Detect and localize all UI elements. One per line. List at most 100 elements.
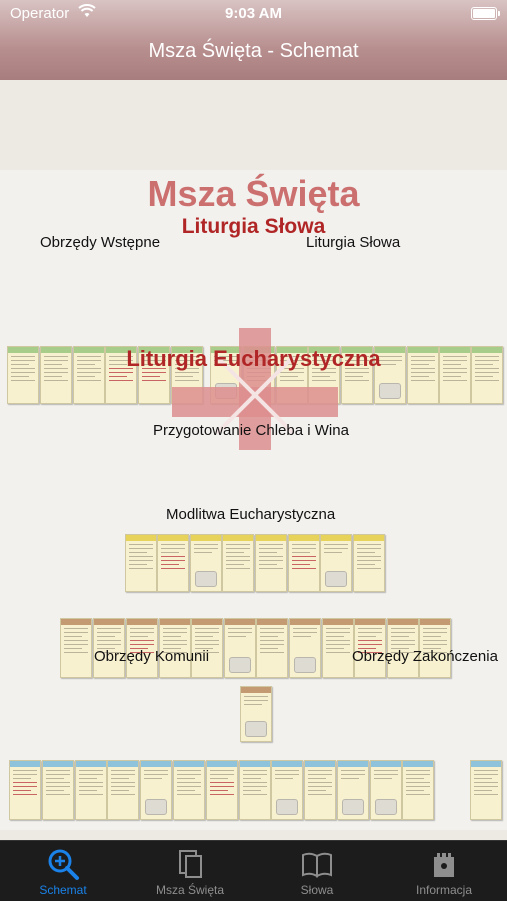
card-text-line	[64, 636, 82, 637]
diagram-card[interactable]	[73, 346, 105, 404]
section-przygotowanie[interactable]: Przygotowanie Chleba i Wina	[153, 422, 349, 439]
card-text-line	[411, 372, 435, 373]
card-text-line	[341, 774, 365, 775]
card-text-line	[475, 356, 499, 357]
card-text-line	[130, 644, 154, 645]
diagram-card[interactable]	[419, 618, 451, 678]
diagram-card[interactable]	[370, 760, 402, 820]
content-area[interactable]: Msza Święta Liturgia Słowa Obrzędy Wstęp…	[0, 80, 507, 840]
diagram-card[interactable]	[206, 760, 238, 820]
diagram-card[interactable]	[60, 618, 92, 678]
card-text-line	[79, 770, 103, 771]
card-text-line	[129, 560, 153, 561]
diagram-card[interactable]	[105, 346, 137, 404]
diagram-card[interactable]	[7, 346, 39, 404]
diagram-card[interactable]	[75, 760, 107, 820]
diagram-card[interactable]	[304, 760, 336, 820]
card-text-line	[411, 368, 435, 369]
card-text-line	[474, 782, 498, 783]
diagram-card[interactable]	[353, 534, 385, 592]
section-komunia[interactable]: Obrzędy Komunii	[94, 648, 210, 665]
diagram-card[interactable]	[9, 760, 41, 820]
card-header-strip	[375, 347, 405, 353]
page-title: Msza Święta - Schemat	[148, 40, 359, 62]
diagram-card[interactable]	[239, 760, 271, 820]
tab-slowa[interactable]: Słowa	[254, 841, 380, 901]
section-modlitwa[interactable]: Modlitwa Eucharystyczna	[166, 506, 336, 523]
diagram-card[interactable]	[222, 534, 254, 592]
diagram-card[interactable]	[374, 346, 406, 404]
card-text-line	[142, 364, 160, 365]
diagram-card[interactable]	[140, 760, 172, 820]
diagram-card[interactable]	[320, 534, 352, 592]
section-liturgia-slowa[interactable]: Liturgia Słowa	[306, 234, 401, 251]
card-text-line	[443, 360, 467, 361]
diagram-card[interactable]	[322, 618, 354, 678]
card-text-line	[77, 368, 101, 369]
diagram-card[interactable]	[40, 346, 72, 404]
card-text-line	[423, 640, 447, 641]
diagram-card[interactable]	[107, 760, 139, 820]
card-text-line	[210, 794, 234, 795]
diagram-card[interactable]	[387, 618, 419, 678]
diagram-title: Msza Święta	[147, 173, 360, 214]
card-text-line	[46, 778, 64, 779]
diagram-card[interactable]	[471, 346, 503, 404]
card-text-line	[260, 648, 278, 649]
card-text-line	[163, 628, 187, 629]
diagram-card[interactable]	[407, 346, 439, 404]
diagram-card[interactable]	[337, 760, 369, 820]
section-obrzedy-wstepne[interactable]: Obrzędy Wstępne	[40, 234, 161, 251]
card-text-line	[345, 360, 369, 361]
card-header-strip	[355, 619, 385, 625]
diagram-card[interactable]	[138, 346, 170, 404]
section-liturgia-eucharystyczna[interactable]: Liturgia Eucharystyczna	[126, 346, 381, 371]
card-text-line	[474, 794, 498, 795]
card-text-line	[243, 770, 267, 771]
card-text-line	[357, 544, 381, 545]
diagram-card[interactable]	[354, 618, 386, 678]
diagram-card[interactable]	[191, 618, 223, 678]
diagram-card[interactable]	[157, 534, 189, 592]
diagram-card[interactable]	[289, 618, 321, 678]
card-text-line	[195, 632, 219, 633]
section-zakonczenie[interactable]: Obrzędy Zakończenia	[352, 648, 498, 665]
card-text-line	[244, 700, 268, 701]
card-header-strip	[43, 761, 73, 767]
card-header-strip	[440, 347, 470, 353]
card-text-line	[46, 790, 64, 791]
card-text-line	[77, 372, 101, 373]
card-header-strip	[338, 761, 368, 767]
diagram-card[interactable]	[224, 618, 256, 678]
diagram-card[interactable]	[42, 760, 74, 820]
diagram-card[interactable]	[341, 346, 373, 404]
diagram-card[interactable]	[439, 346, 471, 404]
diagram-card[interactable]	[190, 534, 222, 592]
diagram-card[interactable]	[126, 618, 158, 678]
card-text-line	[194, 544, 218, 545]
card-text-line	[374, 770, 398, 771]
mass-diagram[interactable]: Msza Święta Liturgia Słowa Obrzędy Wstęp…	[0, 170, 507, 830]
card-text-line	[109, 380, 133, 381]
card-text-line	[406, 770, 430, 771]
card-text-line	[44, 356, 68, 357]
card-text-line	[411, 376, 429, 377]
tab-informacja[interactable]: Informacja	[381, 841, 507, 901]
tab-msza-swieta[interactable]: Msza Święta	[127, 841, 253, 901]
diagram-card[interactable]	[125, 534, 157, 592]
diagram-card[interactable]	[173, 760, 205, 820]
diagram-card[interactable]	[256, 618, 288, 678]
card-text-line	[308, 790, 326, 791]
diagram-card[interactable]	[240, 686, 272, 742]
diagram-card[interactable]	[255, 534, 287, 592]
diagram-card[interactable]	[93, 618, 125, 678]
diagram-card[interactable]	[470, 760, 502, 820]
card-text-line	[357, 568, 381, 569]
app-header: Operator 9:03 AM Msza Święta - Schemat	[0, 0, 507, 81]
diagram-card[interactable]	[159, 618, 191, 678]
diagram-card[interactable]	[271, 760, 303, 820]
card-text-line	[244, 696, 268, 697]
diagram-card[interactable]	[402, 760, 434, 820]
tab-schemat[interactable]: Schemat	[0, 841, 126, 901]
diagram-card[interactable]	[288, 534, 320, 592]
